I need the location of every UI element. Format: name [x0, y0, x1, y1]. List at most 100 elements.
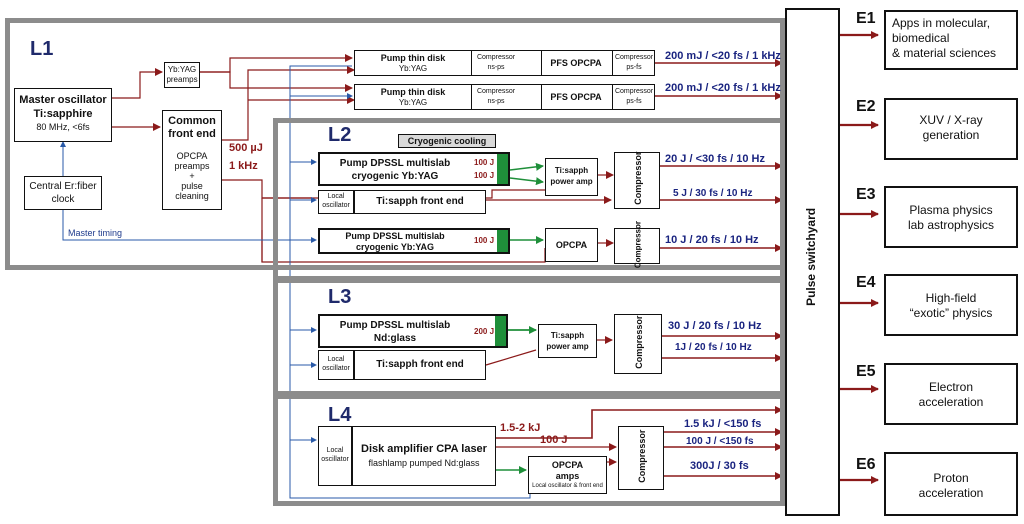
e1-line1: Apps in molecular, [892, 16, 991, 30]
common-front-end-box: Common front end OPCPA preamps + pulse c… [162, 110, 222, 210]
central-clock-line2: clock [51, 194, 75, 205]
e3-label: E3 [856, 186, 876, 203]
l4-compressor-box: Compressor [618, 426, 664, 490]
e5-label: E5 [856, 363, 876, 380]
e2-app-box: XUV / X-ray generation [884, 98, 1018, 160]
comp-ns-1-line1: Compressor [476, 54, 516, 61]
pump-thin-disk-2: Pump thin disk [380, 87, 446, 97]
l2-label: L2 [328, 124, 352, 146]
comp-ps-1-line2: ps-fs [626, 64, 642, 71]
central-clock-line1: Central Er:fiber [29, 181, 97, 192]
l4-disk-amp-line1: Disk amplifier CPA laser [361, 443, 487, 455]
l4-energy-100: 100 J [540, 434, 568, 446]
l2-pump-1-green-bar [497, 154, 508, 184]
e5-app-box: Electron acceleration [884, 363, 1018, 425]
comp-ns-2-line1: Compressor [476, 88, 516, 95]
l4-label: L4 [328, 404, 352, 426]
l3-pump-line1: Pump DPSSL multislab [339, 320, 451, 331]
front-end-line1: Common [168, 115, 216, 127]
master-oscillator-spec: 80 MHz, <6fs [36, 122, 90, 132]
e2-line1: XUV / X-ray [919, 113, 983, 127]
l2-opcpa-label: OPCPA [555, 240, 588, 250]
e5-line2: acceleration [918, 395, 984, 409]
l2-pump-2-e: 100 J [474, 236, 495, 245]
l3-ti-amp-line2: power amp [546, 342, 589, 351]
pfs-chain-2: Pump thin disk Yb:YAG Compressor ns-ps P… [354, 84, 655, 110]
pump-thin-disk-1: Pump thin disk [380, 53, 446, 63]
l2-local-osc-box: Local oscillator [318, 190, 354, 214]
e6-app-box: Proton acceleration [884, 452, 1018, 516]
pump-thin-disk-2-sub: Yb:YAG [398, 98, 428, 107]
e3-app-box: Plasma physics lab astrophysics [884, 186, 1018, 248]
master-oscillator-sub: Ti:sapphire [33, 108, 93, 120]
yb-yag-line1: Yb:YAG [167, 65, 197, 74]
l1-label: L1 [30, 38, 54, 60]
e4-line1: High-field [925, 291, 977, 305]
l4-local-osc-box: Local oscillator [318, 426, 352, 486]
l2-ti-front-end: Ti:sapph front end [376, 196, 464, 207]
master-oscillator-box: Master oscillator Ti:sapphire 80 MHz, <6… [14, 88, 112, 142]
comp-ps-2-line2: ps-fs [626, 98, 642, 105]
e1-label: E1 [856, 10, 876, 27]
l2-pump-2-box: Pump DPSSL multislab cryogenic Yb:YAG 10… [318, 228, 510, 254]
l4-output-1: 1.5 kJ / <150 fs [684, 418, 762, 430]
front-end-line5: + [189, 171, 195, 181]
yb-yag-preamps-box: Yb:YAG preamps [164, 62, 200, 88]
l4-frame [273, 394, 785, 506]
front-end-line4: preamps [174, 161, 210, 171]
l2-pump-1-e1: 100 J [474, 158, 495, 167]
pfs-opcpa-2: PFS OPCPA [550, 92, 602, 102]
e3-line2: lab astrophysics [907, 218, 995, 232]
l3-ti-front-end: Ti:sapph front end [376, 359, 464, 370]
l2-pump-2-line2: cryogenic Yb:YAG [355, 242, 435, 252]
e2-label: E2 [856, 98, 876, 115]
l2-output-3: 10 J / 20 fs / 10 Hz [665, 234, 759, 246]
e1-line2: biomedical [892, 31, 950, 45]
l3-pump-line2: Nd:glass [373, 333, 417, 344]
comp-ns-2-line2: ns-ps [487, 98, 505, 105]
e6-line1: Proton [933, 471, 969, 485]
l3-output-1: 30 J / 20 fs / 10 Hz [668, 320, 762, 332]
l1-output-lines [655, 59, 783, 100]
l3-label: L3 [328, 286, 352, 308]
l3-lines [485, 326, 783, 366]
e4-app-box: High-field “exotic” physics [884, 274, 1018, 336]
l2-pump-2-green-bar [497, 230, 508, 252]
l4-opcpa-box: OPCPA amps Local oscillator & front end [528, 456, 607, 494]
l4-output-3: 300J / 30 fs [690, 460, 749, 472]
l2-compressor-2-box: Compressor [614, 221, 660, 268]
pump-thin-disk-1-sub: Yb:YAG [398, 64, 428, 73]
l4-energy-15: 1.5-2 kJ [500, 422, 541, 434]
l2-pump-2-line1: Pump DPSSL multislab [345, 231, 445, 241]
pfs-chain-1: Pump thin disk Yb:YAG Compressor ns-ps P… [354, 50, 655, 76]
l4-disk-amp-line2: flashlamp pumped Nd:glass [368, 458, 480, 468]
l1-output-2: 200 mJ / <20 fs / 1 kHz [665, 82, 781, 94]
l4-opcpa-line3: Local oscillator & front end [532, 483, 603, 489]
l4-opcpa-line2: amps [555, 471, 580, 481]
l2-compressor-1-label: Compressor [632, 151, 643, 205]
l2-ti-amp-line1: Ti:sapph [554, 166, 589, 175]
l2-output-2: 5 J / 30 fs / 10 Hz [673, 188, 753, 199]
l2-compressor-1-box: Compressor [614, 152, 660, 209]
comp-ps-1-line1: Compressor [614, 54, 654, 61]
l4-opcpa-line1: OPCPA [551, 460, 584, 470]
l2-pump-1-line1: Pump DPSSL multislab [339, 158, 451, 169]
e1-app-box: Apps in molecular, biomedical & material… [884, 10, 1018, 70]
l2-pump-1-box: Pump DPSSL multislab cryogenic Yb:YAG 10… [318, 152, 510, 186]
e6-label: E6 [856, 456, 876, 473]
l1-output-1: 200 mJ / <20 fs / 1 kHz [665, 50, 781, 62]
e4-label: E4 [856, 274, 876, 291]
comp-ns-1-line2: ns-ps [487, 64, 505, 71]
l2-output-1: 20 J / <30 fs / 10 Hz [665, 153, 765, 165]
l3-pump-green-bar [495, 316, 506, 346]
l2-ti-amp-box: Ti:sapph power amp [545, 158, 598, 196]
front-end-line6: pulse [181, 181, 203, 191]
master-oscillator-title: Master oscillator [19, 94, 107, 106]
rate-1khz: 1 kHz [229, 160, 258, 172]
l3-local-osc-box: Local oscillator [318, 350, 354, 380]
l3-output-2: 1J / 20 fs / 10 Hz [675, 342, 752, 353]
e5-line1: Electron [928, 380, 974, 394]
e4-line2: “exotic” physics [909, 306, 993, 320]
master-timing-label: Master timing [68, 228, 123, 238]
